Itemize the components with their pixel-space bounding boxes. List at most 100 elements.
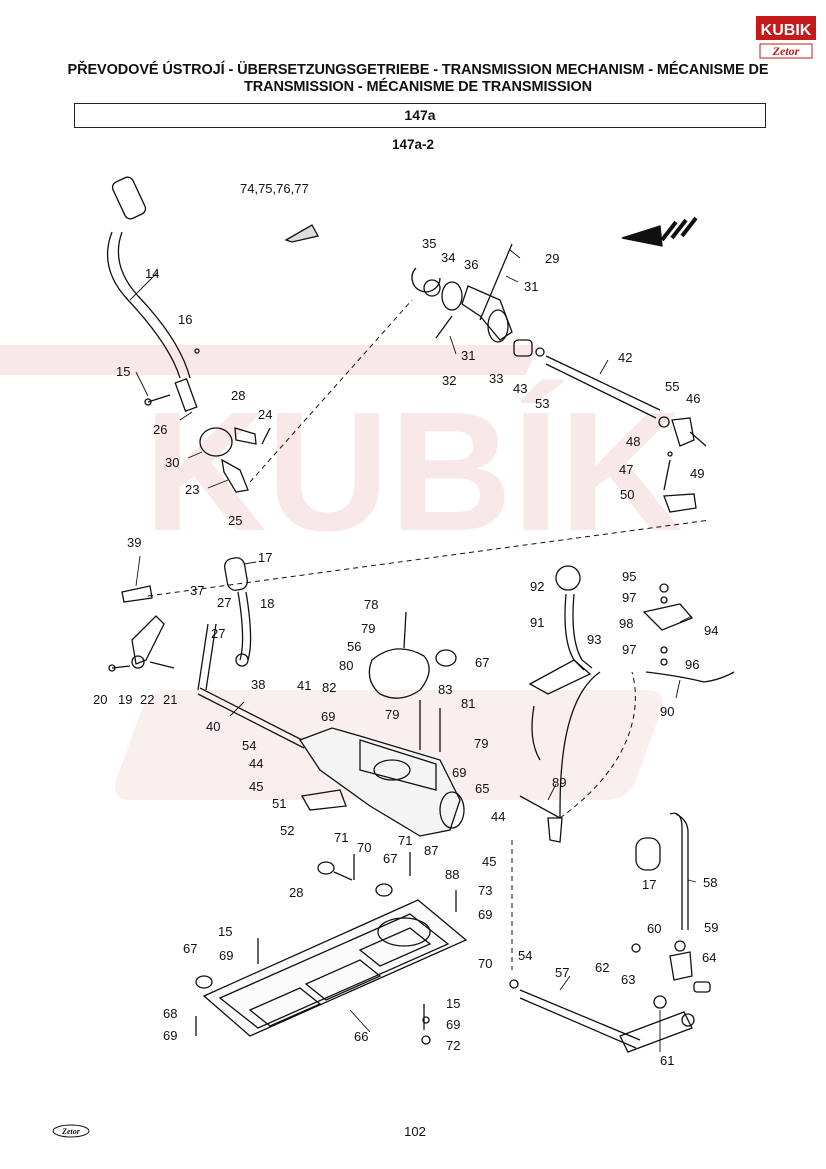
callout: 78	[364, 597, 378, 612]
callout: 88	[445, 867, 459, 882]
callout: 93	[587, 632, 601, 647]
callout: 83	[438, 682, 452, 697]
callout: 45	[482, 854, 496, 869]
callout: 67	[475, 655, 489, 670]
callout: 67	[383, 851, 397, 866]
callout: 49	[690, 466, 704, 481]
callout: 73	[478, 883, 492, 898]
callout: 46	[686, 391, 700, 406]
callout: 24	[258, 407, 272, 422]
callout: 19	[118, 692, 132, 707]
callout: 68	[163, 1006, 177, 1021]
callout: 41	[297, 678, 311, 693]
callout: 27	[217, 595, 231, 610]
callout: 63	[621, 972, 635, 987]
callout: 96	[685, 657, 699, 672]
callout: 15	[116, 364, 130, 379]
title-line-2: TRANSMISSION - MÉCANISME DE TRANSMISSION	[243, 79, 593, 95]
callout: 89	[552, 775, 566, 790]
callout: 27	[211, 626, 225, 641]
callout: 15	[446, 996, 460, 1011]
callout: 38	[251, 677, 265, 692]
callout: 70	[357, 840, 371, 855]
callout: 34	[441, 250, 455, 265]
callout: 20	[93, 692, 107, 707]
callout: 18	[260, 596, 274, 611]
callout: 94	[704, 623, 718, 638]
callout: 82	[322, 680, 336, 695]
callout: 33	[489, 371, 503, 386]
callout: 71	[334, 830, 348, 845]
logo-sub: Zetor	[772, 44, 800, 58]
callout: 48	[626, 434, 640, 449]
section-number-box: 147a	[74, 103, 766, 128]
callout: 47	[619, 462, 633, 477]
callout: 61	[660, 1053, 674, 1068]
callout: 62	[595, 960, 609, 975]
callout: 45	[249, 779, 263, 794]
watermark-text: KUBÍK	[144, 377, 682, 567]
arrow-stripes	[660, 216, 698, 242]
callout: 35	[422, 236, 436, 251]
callout: 64	[702, 950, 716, 965]
page-title: PŘEVODOVÉ ÚSTROJÍ - ÜBERSETZUNGSGETRIEBE…	[60, 62, 776, 96]
callout: 54	[518, 948, 532, 963]
callout: 97	[622, 642, 636, 657]
callout: 31	[524, 279, 538, 294]
callout: 40	[206, 719, 220, 734]
callout: 16	[178, 312, 192, 327]
drawing	[106, 176, 735, 1053]
callout: 14	[145, 266, 159, 281]
callout: 52	[280, 823, 294, 838]
callout: 32	[442, 373, 456, 388]
callout: 97	[622, 590, 636, 605]
callout: 17	[642, 877, 656, 892]
callout: 69	[219, 948, 233, 963]
watermark: KUBÍK	[0, 345, 682, 800]
decal-part	[284, 224, 319, 243]
callout: 69	[478, 907, 492, 922]
callout: 65	[475, 781, 489, 796]
callout: 67	[183, 941, 197, 956]
callout: 69	[452, 765, 466, 780]
callout: 44	[491, 809, 505, 824]
callout: 56	[347, 639, 361, 654]
callout: 59	[704, 920, 718, 935]
callout: 51	[272, 796, 286, 811]
callout: 28	[231, 388, 245, 403]
callout: 21	[163, 692, 177, 707]
callout: 92	[530, 579, 544, 594]
page-number: 102	[404, 1124, 426, 1139]
footer-zetor-logo: Zetor	[52, 1124, 90, 1138]
callout: 70	[478, 956, 492, 971]
callout: 54	[242, 738, 256, 753]
callout: 23	[185, 482, 199, 497]
callout: 28	[289, 885, 303, 900]
callout: 79	[385, 707, 399, 722]
callout: 71	[398, 833, 412, 848]
callout: 17	[258, 550, 272, 565]
direction-arrow-icon	[621, 225, 663, 247]
callout: 29	[545, 251, 559, 266]
callout: 90	[660, 704, 674, 719]
callout: 55	[665, 379, 679, 394]
title-line-1: PŘEVODOVÉ ÚSTROJÍ - ÜBERSETZUNGSGETRIEBE…	[67, 62, 769, 78]
callout: 91	[530, 615, 544, 630]
callout: 79	[361, 621, 375, 636]
callout: 43	[513, 381, 527, 396]
callout: 42	[618, 350, 632, 365]
gear-lever-14	[106, 176, 198, 412]
callout: 50	[620, 487, 634, 502]
callout: 72	[446, 1038, 460, 1053]
svg-text:Zetor: Zetor	[61, 1127, 81, 1136]
callout: 57	[555, 965, 569, 980]
callout: 36	[464, 257, 478, 272]
callout: 87	[424, 843, 438, 858]
callout: 60	[647, 921, 661, 936]
callout: 69	[163, 1028, 177, 1043]
callout: 25	[228, 513, 242, 528]
callout: 31	[461, 348, 475, 363]
callout: 44	[249, 756, 263, 771]
callout: 79	[474, 736, 488, 751]
kubik-zetor-logo: KUBIK Zetor	[756, 16, 816, 59]
